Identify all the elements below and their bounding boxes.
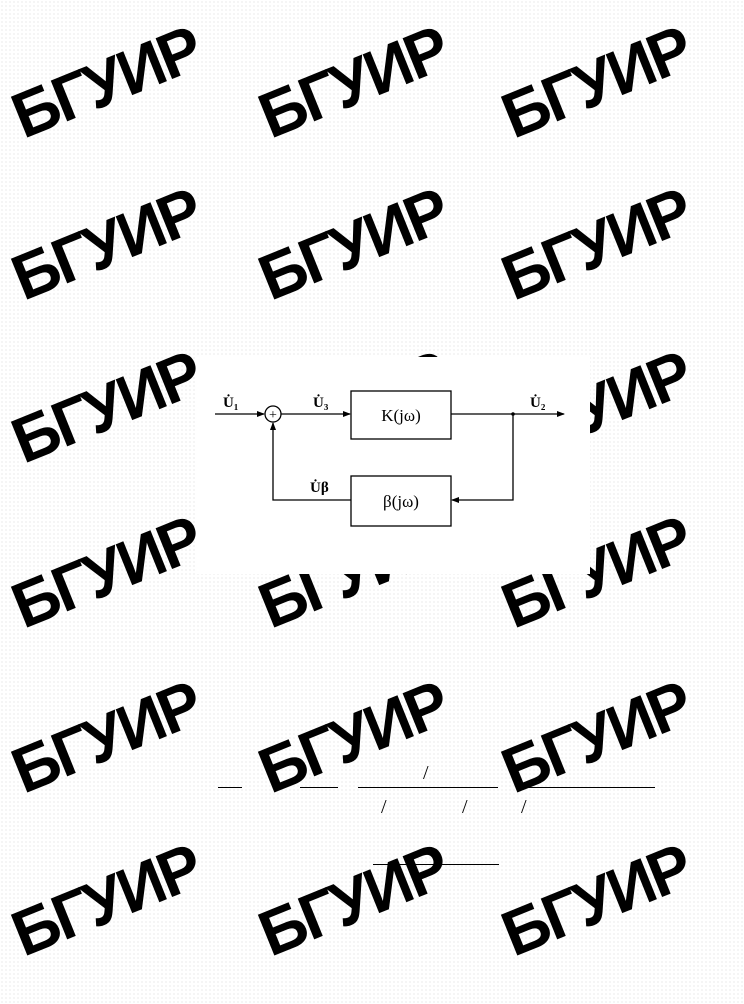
feedback-return-line [270,422,351,501]
watermark-text: БГУИР [248,173,458,315]
watermark-text: БГУИР [491,829,701,971]
watermark-text: БГУИР [491,666,701,808]
summer-symbol: + [269,408,277,423]
formula-slash: / [521,796,527,818]
watermark-text: БГУИР [248,11,458,153]
formula-slash: / [423,762,429,784]
fraction-line [358,787,498,788]
label-feedback-signal: U̇β [310,479,329,496]
watermark-text: БГУИР [1,829,211,971]
label-output-signal: U̇₂ [530,394,546,411]
watermark-text: БГУИР [1,11,211,153]
fraction-line [525,787,655,788]
feedback-down-line [451,414,514,503]
forward-block [350,390,452,440]
watermark-text: БГУИР [248,829,458,971]
watermark-text: БГУИР [491,173,701,315]
fraction-line [300,787,338,788]
feedback-block-label: β(jω) [383,492,419,511]
forward-block-label: K(jω) [381,406,421,425]
block-diagram: + K(jω) β(jω) U̇₁ U̇₃ U̇₂ U̇β [197,357,590,574]
label-input-signal: U̇₁ [223,394,238,411]
watermark-text: БГУИР [1,173,211,315]
fraction-line [373,864,499,865]
label-sum-signal: U̇₃ [313,394,329,411]
formula-slash: / [381,796,387,818]
watermark-text: БГУИР [1,336,211,478]
watermark-text: БГУИР [1,501,211,643]
feedback-block [350,475,452,527]
formula-slash: / [462,796,468,818]
watermark-text: БГУИР [491,11,701,153]
fraction-line [218,787,242,788]
watermark-text: БГУИР [1,666,211,808]
block-diagram-svg: + K(jω) β(jω) U̇₁ U̇₃ U̇₂ U̇β [215,390,565,527]
